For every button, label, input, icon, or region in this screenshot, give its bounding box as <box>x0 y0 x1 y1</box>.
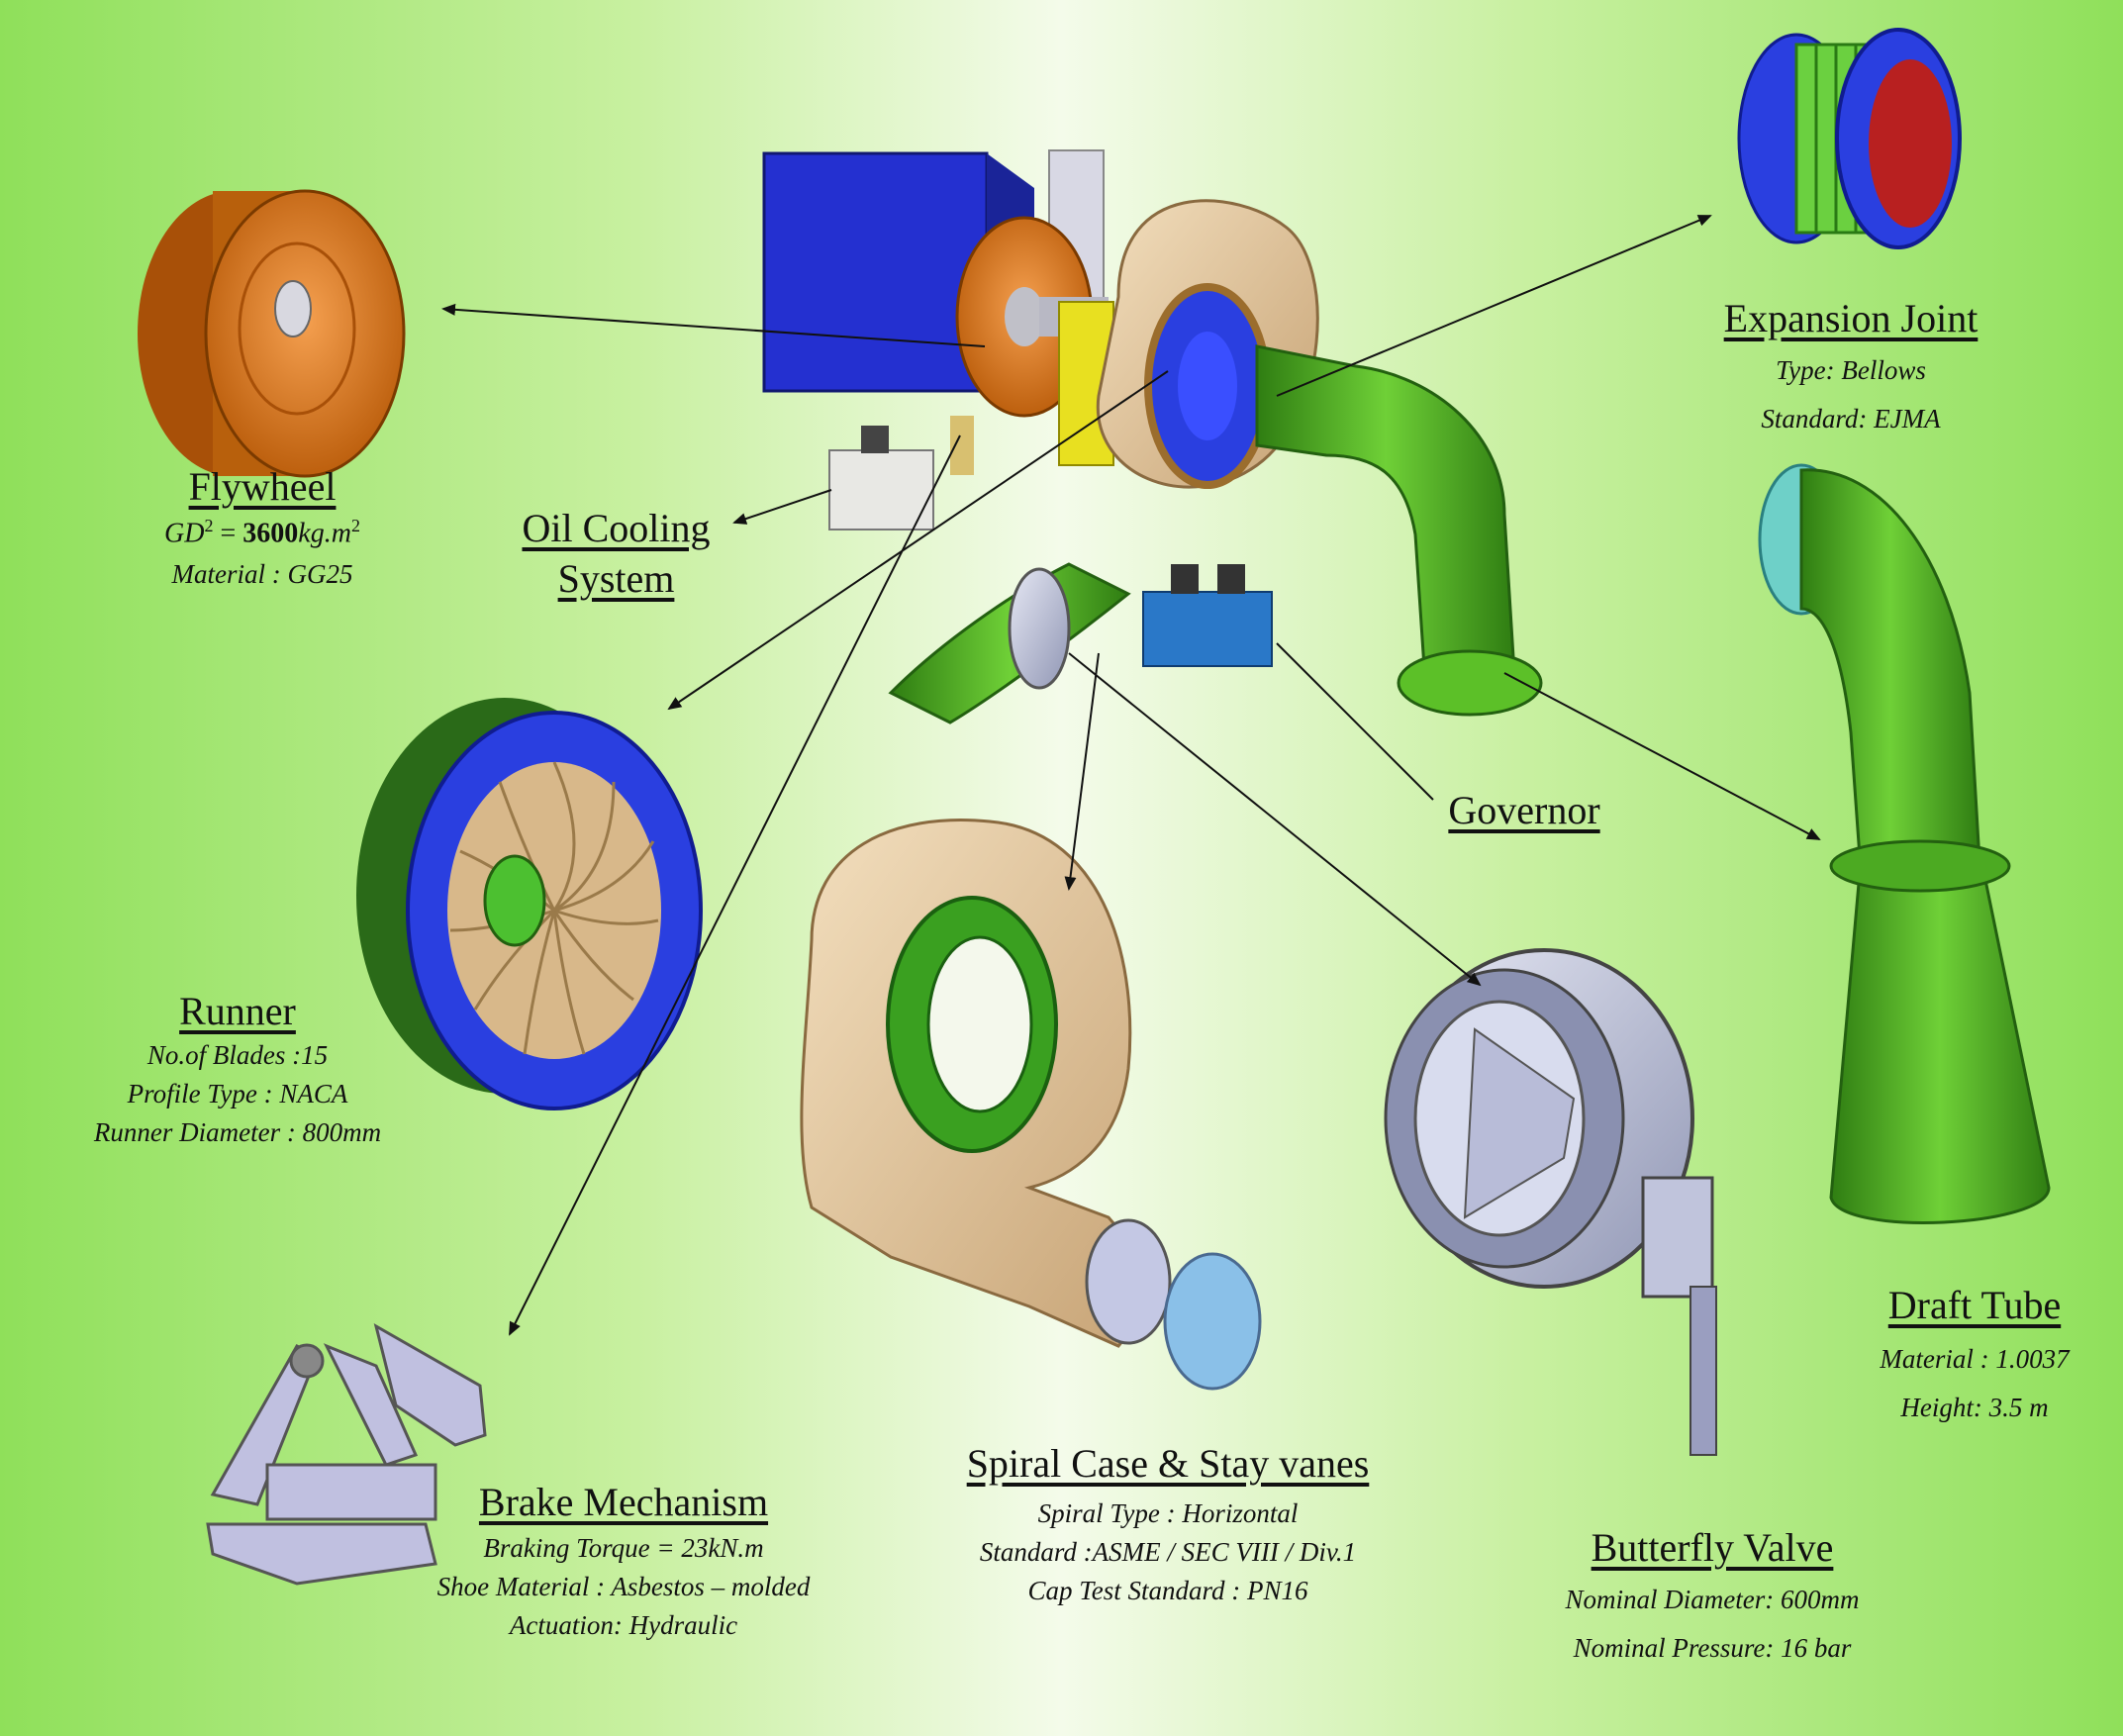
leader-governor <box>1276 642 1434 801</box>
leader-lines <box>441 215 1821 1336</box>
flywheel-hub <box>274 280 312 338</box>
gd-unit-exp: 2 <box>350 516 360 535</box>
expansion-joint-part <box>1737 28 1962 249</box>
spiral-label: Spiral Case & Stay vanes Spiral Type : H… <box>920 1440 1415 1606</box>
expansion-label: Expansion Joint Type: Bellows Standard: … <box>1683 295 2019 434</box>
governor-label: Governor <box>1425 787 1623 833</box>
runner-part <box>356 698 703 1110</box>
draft-tube-mid-flange <box>1829 839 2011 893</box>
gd-unit: kg.m <box>298 518 351 549</box>
flywheel-groove <box>238 241 356 416</box>
central-governor <box>1142 591 1273 667</box>
spiral-title: Spiral Case & Stay vanes <box>966 1441 1370 1486</box>
central-draft-tube-flange <box>1397 649 1543 717</box>
runner-title: Runner <box>179 989 296 1033</box>
flywheel-face <box>204 189 406 478</box>
butterfly-title: Butterfly Valve <box>1591 1525 1834 1570</box>
brake-label: Brake Mechanism Braking Torque = 23kN.m … <box>406 1479 841 1641</box>
gd-eq: = <box>213 518 243 549</box>
governor-cap-2 <box>1217 564 1245 594</box>
runner-label: Runner No.of Blades :15 Profile Type : N… <box>59 988 416 1148</box>
runner-hub <box>483 854 546 947</box>
spiral-spec-2: Standard :ASME / SEC VIII / Div.1 <box>979 1537 1357 1567</box>
spiral-inlet-flange <box>1085 1218 1172 1345</box>
butterfly-label: Butterfly Valve Nominal Diameter: 600mm … <box>1514 1524 1910 1664</box>
brake-spec-3: Actuation: Hydraulic <box>509 1610 738 1640</box>
flywheel-material: Material : GG25 <box>171 559 353 590</box>
butterfly-valve-part <box>1384 948 1717 1456</box>
valve-stem <box>1689 1286 1717 1456</box>
runner-blade-lines <box>449 761 659 1055</box>
leader-butterfly <box>1068 652 1482 987</box>
butterfly-spec-1: Nominal Diameter: 600mm <box>1565 1585 1860 1614</box>
brake-shoe <box>265 1463 437 1521</box>
central-runner-hole <box>1178 332 1237 440</box>
brake-title: Brake Mechanism <box>478 1480 769 1524</box>
draft-tube-cone <box>1829 849 2051 1224</box>
governor-title: Governor <box>1448 788 1600 832</box>
draft-tube-spec-2: Height: 3.5 m <box>1900 1393 2049 1422</box>
brake-arm-right <box>323 1343 419 1467</box>
bellows-bore <box>1869 59 1952 228</box>
draft-tube-label: Draft Tube Material : 1.0037 Height: 3.5… <box>1831 1282 2118 1423</box>
valve-actuator <box>1641 1176 1714 1299</box>
oil-cooling-label: Oil Cooling System <box>495 505 737 602</box>
brake-spec-1: Braking Torque = 23kN.m <box>483 1533 764 1563</box>
runner-spec-3: Runner Diameter : 800mm <box>93 1117 382 1147</box>
spiral-bore <box>926 935 1033 1113</box>
leader-flywheel <box>441 303 986 347</box>
brake-spec-2: Shoe Material : Asbestos – molded <box>436 1572 811 1601</box>
flywheel-gd-spec: GD2 = 3600kg.m2 <box>99 516 426 549</box>
leader-oil-cooling <box>732 489 832 525</box>
gd-value: 3600 <box>242 518 299 549</box>
flywheel-title: Flywheel <box>188 464 337 509</box>
runner-spec-2: Profile Type : NACA <box>127 1079 348 1109</box>
draft-tube-elbow <box>1799 468 1981 873</box>
oil-cooling-title-line2: System <box>557 556 675 601</box>
spiral-cap <box>1163 1252 1262 1391</box>
leader-spiral <box>1064 652 1100 891</box>
oil-cooling-title-line1: Oil Cooling <box>522 506 711 550</box>
spiral-spec-3: Cap Test Standard : PN16 <box>1027 1576 1308 1605</box>
central-assembly <box>762 149 1543 724</box>
brake-base <box>206 1522 437 1586</box>
runner-spec-1: No.of Blades :15 <box>146 1040 329 1070</box>
flywheel-part <box>138 189 406 478</box>
draft-tube-title: Draft Tube <box>1887 1283 2062 1327</box>
leader-runner <box>667 370 1169 711</box>
generator-block <box>762 151 989 393</box>
brake-part <box>206 1322 487 1586</box>
leader-draft-tube <box>1503 672 1821 840</box>
central-brake <box>950 416 974 475</box>
central-flywheel-hub <box>1005 287 1044 346</box>
spiral-case-part <box>800 819 1262 1391</box>
expansion-spec-2: Standard: EJMA <box>1761 404 1941 434</box>
gd-exp: 2 <box>204 516 214 535</box>
valve-disc <box>1463 1027 1576 1219</box>
draft-tube-part <box>1758 463 2051 1224</box>
expansion-title: Expansion Joint <box>1723 296 1978 340</box>
oil-cooler-cap <box>861 426 889 453</box>
central-draft-tube-pipe <box>1255 344 1516 685</box>
leader-brake <box>509 434 961 1336</box>
central-butterfly-valve <box>1008 567 1071 690</box>
leader-expansion <box>1276 215 1712 397</box>
gd-label: GD <box>164 518 205 549</box>
draft-tube-spec-1: Material : 1.0037 <box>1880 1344 2070 1374</box>
expansion-spec-1: Type: Bellows <box>1776 355 1926 385</box>
central-oil-cooler <box>828 449 934 530</box>
governor-cap-1 <box>1171 564 1199 594</box>
flywheel-label: Flywheel GD2 = 3600kg.m2 Material : GG25 <box>99 463 426 590</box>
spiral-spec-1: Spiral Type : Horizontal <box>1037 1498 1299 1528</box>
brake-pivot <box>289 1343 325 1379</box>
butterfly-spec-2: Nominal Pressure: 16 bar <box>1573 1633 1852 1663</box>
brake-lever <box>373 1322 487 1447</box>
